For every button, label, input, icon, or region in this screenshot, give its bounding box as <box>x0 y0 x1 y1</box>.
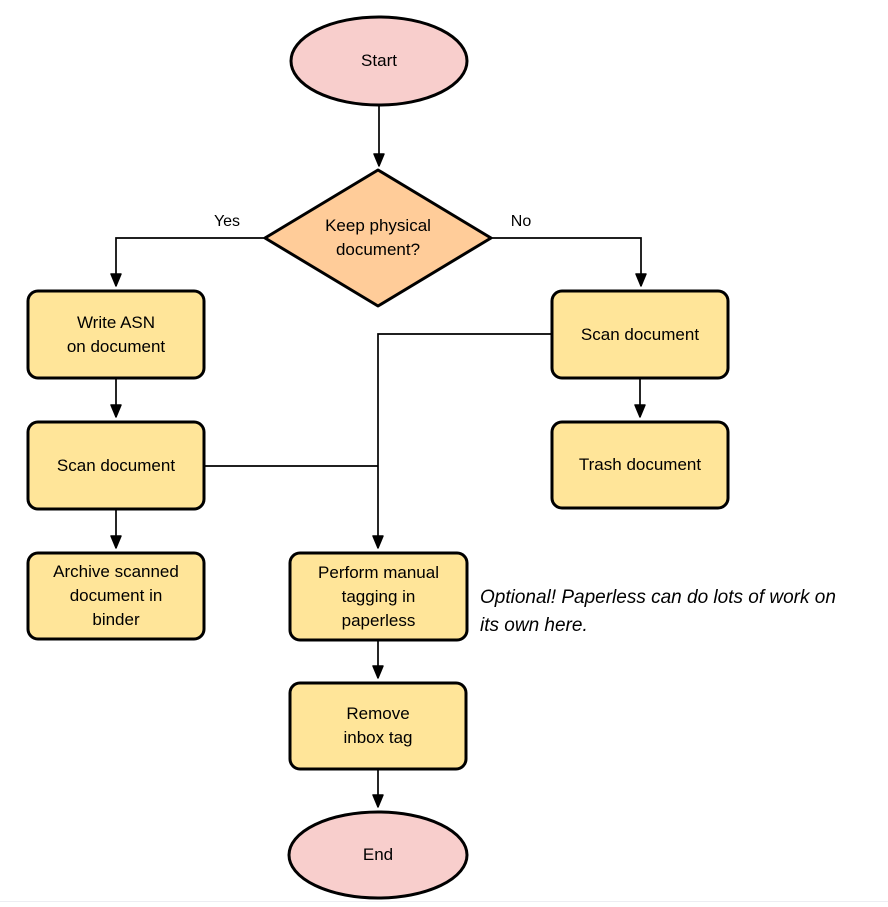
remove-inbox-tag-process-shape <box>288 681 468 771</box>
edges-group <box>110 106 647 808</box>
write-asn-process-shape <box>26 289 206 380</box>
scan-document-left-process-shape <box>26 420 206 511</box>
edge-scan-right-to-perform <box>372 333 552 549</box>
nodes-group <box>26 15 730 900</box>
edge-yes-to-write-asn <box>110 237 265 287</box>
trash-process-shape <box>550 420 730 510</box>
end-terminator-shape <box>287 810 469 900</box>
bottom-divider <box>0 901 888 902</box>
yes-branch-label: Yes <box>213 213 241 230</box>
scan-document-right-process-shape <box>550 289 730 380</box>
archive-process-shape <box>26 551 206 641</box>
perform-tagging-process-shape <box>288 551 469 642</box>
edge-no-to-scan-right <box>490 237 647 287</box>
decision-diamond-shape <box>263 168 493 308</box>
optional-note: Optional! Paperless can do lots of work … <box>480 587 836 636</box>
start-terminator-shape <box>289 15 469 107</box>
no-branch-label: No <box>510 213 532 230</box>
